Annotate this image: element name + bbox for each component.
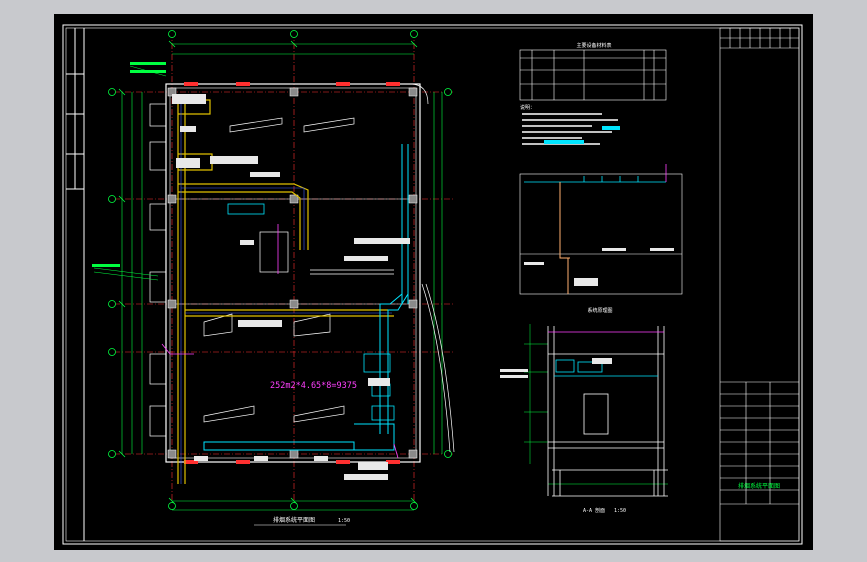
building-walls <box>165 83 421 463</box>
notes-highlights <box>544 126 620 144</box>
title-block <box>719 27 800 542</box>
schematic-title: 系统原理图 <box>587 307 612 314</box>
smoke-exhaust-duct[interactable] <box>177 96 394 484</box>
duct-blue-centerline <box>180 96 392 484</box>
title-block-stamp: 排烟系统平面图 <box>738 482 780 490</box>
axis-grid <box>114 32 454 509</box>
section-scale: 1:50 <box>614 508 626 514</box>
equipment-table-title: 主要设备材料表 <box>576 42 611 49</box>
dimension-ticks <box>118 40 418 505</box>
cad-canvas[interactable]: 排烟系统平面图 <box>54 14 813 550</box>
equipment-tags <box>172 94 410 480</box>
window-bays-left <box>149 103 167 437</box>
left-leader-labels <box>92 62 166 267</box>
left-leader-lines <box>93 65 167 281</box>
exhaust-fan-boxes[interactable] <box>227 203 395 421</box>
equipment-table <box>519 49 667 101</box>
system-schematic[interactable] <box>519 164 683 295</box>
fire-damper-lines <box>161 224 399 459</box>
section-title: A-A 剖面 <box>583 507 605 514</box>
section-a-a[interactable] <box>500 324 668 497</box>
site-boundary-curve <box>409 83 455 453</box>
drawing-sheet[interactable]: 排烟系统平面图 <box>54 14 813 550</box>
area-formula: 252m2*4.65*8=9375 <box>270 381 357 391</box>
axis-bubble-icon <box>108 30 452 510</box>
supply-air-duct[interactable] <box>203 144 409 451</box>
dimension-lines <box>121 43 443 511</box>
plan-title: 排烟系统平面图 <box>273 516 315 524</box>
interior-fixtures <box>203 117 394 423</box>
notes-heading: 说明： <box>520 104 535 111</box>
main-floor-plan[interactable]: 252m2*4.65*8=9375 排烟系统平面图 1:50 <box>92 30 455 526</box>
plan-scale: 1:50 <box>338 518 350 524</box>
wall-openings <box>184 82 400 464</box>
